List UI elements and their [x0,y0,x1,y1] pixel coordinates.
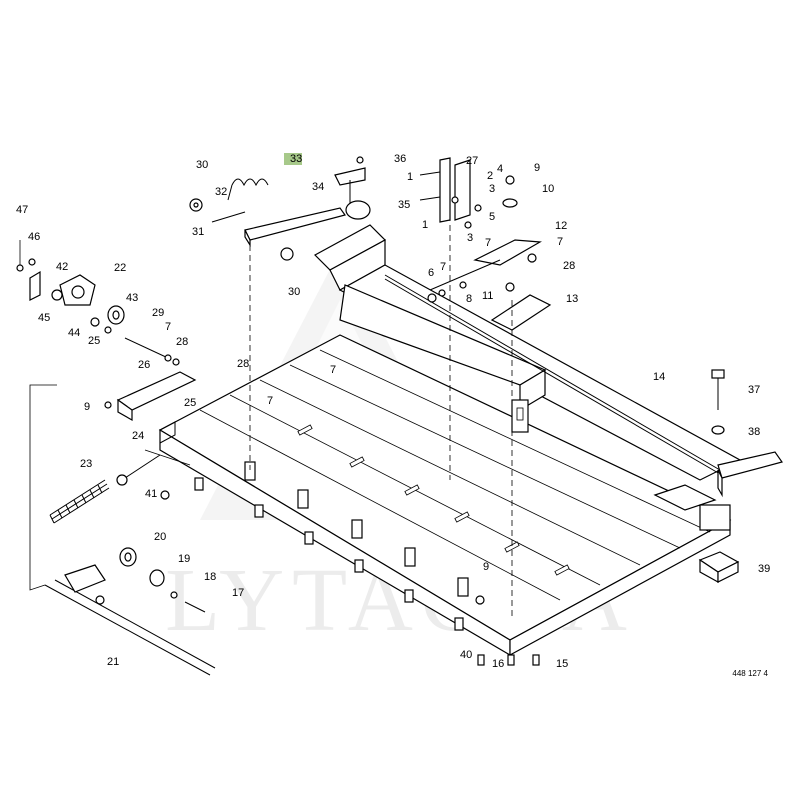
callout-3: 3 [467,232,473,244]
callout-25: 25 [88,335,100,347]
callout-7: 7 [440,261,446,273]
callout-20: 20 [154,531,166,543]
callout-19: 19 [178,553,190,565]
callout-7: 7 [330,364,336,376]
drawing-id: 448 127 4 [732,669,768,678]
tray-frame [158,334,732,657]
callout-9: 9 [483,561,489,573]
callout-26: 26 [138,359,150,371]
callout-32: 32 [215,186,227,198]
callout-36: 36 [394,153,406,165]
callout-25: 25 [184,397,196,409]
top-parts [189,156,740,666]
callout-41: 41 [145,488,157,500]
callout-40: 40 [460,649,472,661]
callout-6: 6 [428,267,434,279]
callout-30: 30 [288,286,300,298]
callout-24: 24 [132,430,144,442]
callout-18: 18 [204,571,216,583]
callout-12: 12 [555,220,567,232]
callout-27: 27 [466,155,478,167]
callout-2: 2 [487,170,493,182]
callout-23: 23 [80,458,92,470]
upper-beam [314,224,783,498]
callout-43: 43 [126,292,138,304]
callout-7: 7 [267,395,273,407]
callout-39: 39 [758,563,770,575]
callout-10: 10 [542,183,554,195]
callout-1: 1 [422,219,428,231]
left-parts [16,240,216,676]
callout-30: 30 [196,159,208,171]
callout-5: 5 [489,211,495,223]
callout-7: 7 [165,321,171,333]
callout-4: 4 [497,163,503,175]
callout-31: 31 [192,226,204,238]
callout-21: 21 [107,656,119,668]
callout-33: 33 [290,153,302,165]
callout-42: 42 [56,261,68,273]
callout-45: 45 [38,312,50,324]
callout-37: 37 [748,384,760,396]
callout-16: 16 [492,658,504,670]
callout-highlight [284,153,302,165]
callout-38: 38 [748,426,760,438]
callout-28: 28 [176,336,188,348]
callout-8: 8 [466,293,472,305]
callout-34: 34 [312,181,324,193]
callout-3: 3 [489,183,495,195]
callout-22: 22 [114,262,126,274]
callout-14: 14 [653,371,665,383]
callout-7: 7 [557,236,563,248]
callout-11: 11 [482,290,493,302]
callout-7: 7 [485,237,491,249]
callout-9: 9 [534,162,540,174]
callout-47: 47 [16,204,28,216]
callout-1: 1 [407,171,413,183]
callout-13: 13 [566,293,578,305]
callout-17: 17 [232,587,244,599]
callout-28: 28 [237,358,249,370]
callout-35: 35 [398,199,410,211]
callout-46: 46 [28,231,40,243]
callout-44: 44 [68,327,80,339]
callout-9: 9 [84,401,90,413]
callout-29: 29 [152,307,164,319]
callout-15: 15 [556,658,568,670]
callout-28: 28 [563,260,575,272]
